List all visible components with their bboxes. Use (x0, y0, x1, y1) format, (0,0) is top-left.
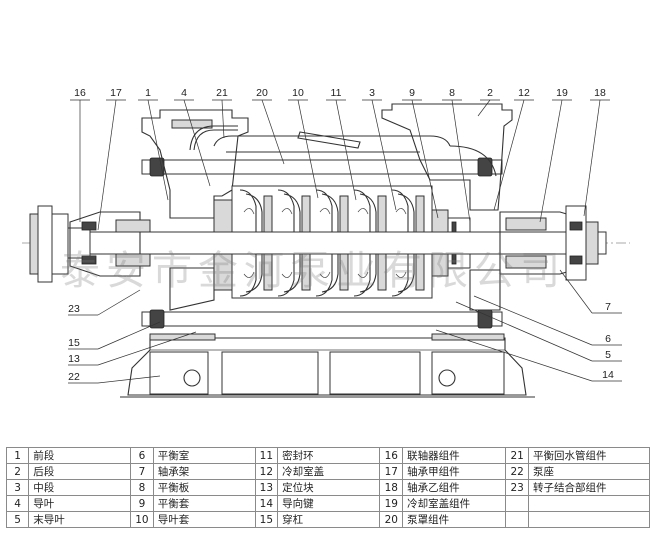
callout-right: 6 (605, 333, 611, 345)
legend-part-number: 19 (379, 495, 404, 512)
legend-part-number: 1 (5, 447, 30, 464)
legend-part-number: 11 (254, 447, 279, 464)
callout-left: 22 (68, 371, 80, 383)
callout-top: 19 (556, 87, 568, 99)
callout-top: 8 (449, 87, 455, 99)
tie-rods (141, 157, 503, 329)
callout-top: 3 (369, 87, 375, 99)
legend-part-name (527, 511, 650, 528)
legend-part-name: 冷却室盖 (277, 463, 381, 480)
legend-part-number: 20 (379, 511, 404, 528)
callout-top: 9 (409, 87, 415, 99)
legend-part-number: 8 (130, 479, 154, 496)
legend-part-name: 泵座 (527, 463, 650, 480)
legend-part-number: 7 (130, 463, 154, 480)
legend-part-number: 2 (5, 463, 30, 480)
legend-part-number: 22 (505, 463, 529, 480)
legend-part-name: 轴承甲组件 (402, 463, 507, 480)
legend-part-name (527, 495, 650, 512)
callout-top: 16 (74, 87, 86, 99)
callout-right: 14 (602, 369, 614, 381)
legend-part-name: 导向键 (277, 495, 381, 512)
callout-left: 15 (68, 337, 80, 349)
legend-part-number: 6 (130, 447, 154, 464)
legend-part-number (505, 495, 529, 512)
legend-part-number: 23 (505, 479, 529, 496)
legend-part-number (505, 511, 529, 528)
callout-top: 21 (216, 87, 228, 99)
legend-part-number: 14 (254, 495, 279, 512)
callout-right: 5 (605, 349, 611, 361)
legend-part-number: 18 (379, 479, 404, 496)
legend-part-name: 轴承架 (152, 463, 256, 480)
legend-part-number: 5 (5, 511, 30, 528)
legend-part-name: 联轴器组件 (402, 447, 507, 464)
legend-part-number: 12 (254, 463, 279, 480)
legend-part-number: 15 (254, 511, 279, 528)
bearing-housings (69, 205, 599, 281)
legend-part-name: 中段 (28, 479, 132, 496)
legend-part-name: 转子结合部组件 (527, 479, 650, 496)
legend-part-name: 导叶套 (152, 511, 256, 528)
coupling (29, 205, 69, 283)
callout-top: 4 (181, 87, 187, 99)
callout-top: 20 (256, 87, 268, 99)
legend-part-number: 17 (379, 463, 404, 480)
legend-part-name: 平衡室 (152, 447, 256, 464)
legend-part-name: 平衡回水管组件 (527, 447, 650, 464)
callout-top: 1 (145, 87, 151, 99)
legend-part-number: 13 (254, 479, 279, 496)
pump-base (120, 333, 535, 398)
legend-part-number: 3 (5, 479, 30, 496)
legend-part-number: 10 (130, 511, 154, 528)
legend-part-name: 导叶 (28, 495, 132, 512)
callout-top: 17 (110, 87, 122, 99)
legend-part-name: 穿杠 (277, 511, 381, 528)
callout-top: 2 (487, 87, 493, 99)
legend-part-name: 密封环 (277, 447, 381, 464)
legend-part-name: 后段 (28, 463, 132, 480)
legend-part-name: 冷却室盖组件 (402, 495, 507, 512)
legend-part-number: 16 (379, 447, 404, 464)
callout-top: 11 (331, 87, 342, 99)
legend-part-number: 21 (505, 447, 529, 464)
legend-part-name: 前段 (28, 447, 132, 464)
callout-left: 23 (68, 303, 80, 315)
callout-top: 10 (292, 87, 304, 99)
legend-part-name: 泵罩组件 (402, 511, 507, 528)
callout-top: 12 (518, 87, 530, 99)
casing-and-balance-pipe (189, 125, 497, 177)
rear-section (381, 103, 513, 311)
legend-part-name: 定位块 (277, 479, 381, 496)
legend-part-name: 平衡板 (152, 479, 256, 496)
legend-part-number: 9 (130, 495, 154, 512)
legend-part-name: 末导叶 (28, 511, 132, 528)
legend-part-name: 平衡套 (152, 495, 256, 512)
callout-left: 13 (68, 353, 80, 365)
callout-top: 18 (594, 87, 606, 99)
legend-part-name: 轴承乙组件 (402, 479, 507, 496)
callout-right: 7 (605, 301, 611, 313)
legend-part-number: 4 (5, 495, 30, 512)
